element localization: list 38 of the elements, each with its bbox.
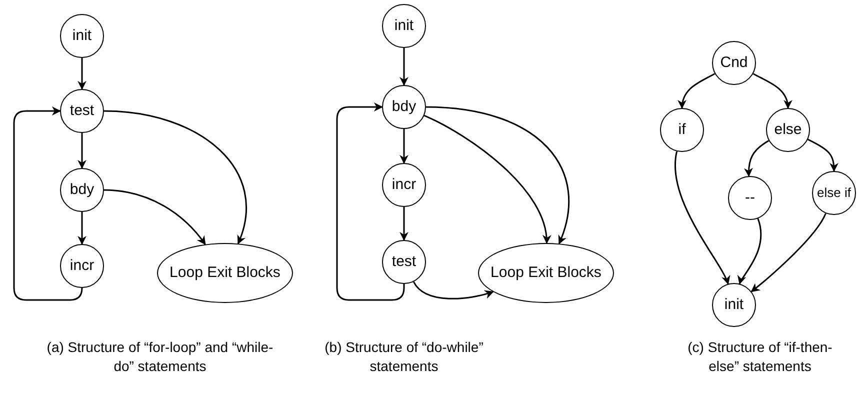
- node-circle: --: [728, 176, 772, 220]
- arrow: [104, 110, 247, 244]
- arrow: [426, 106, 570, 244]
- node-circle: test: [60, 89, 104, 133]
- arrow: [400, 48, 408, 86]
- node-circle: Cnd: [712, 41, 756, 85]
- node-circle: init: [60, 14, 104, 58]
- node-circle: bdy: [382, 85, 426, 129]
- arrow: [678, 73, 716, 109]
- arrow: [400, 129, 408, 164]
- node-circle: test: [382, 240, 426, 284]
- arrow: [744, 140, 770, 177]
- node-circle: else if: [812, 171, 856, 215]
- arrow: [78, 133, 86, 169]
- arrow: [78, 212, 86, 245]
- arrow: [78, 58, 86, 90]
- node-circle: incr: [60, 244, 104, 288]
- arrow: [750, 213, 826, 292]
- node-circle: init: [712, 283, 756, 327]
- node-circle: if: [660, 108, 704, 152]
- arrow: [104, 189, 206, 246]
- caption: (b) Structure of “do-while” statements: [324, 338, 484, 376]
- node-circle: bdy: [60, 168, 104, 212]
- node-circle: else: [766, 108, 810, 152]
- exit-ellipse: Loop Exit Blocks: [157, 243, 293, 303]
- exit-ellipse: Loop Exit Blocks: [478, 243, 614, 303]
- caption: (a) Structure of “for-loop” and “while-do” statements: [46, 338, 274, 376]
- arrow: [808, 138, 838, 172]
- node-circle: incr: [382, 163, 426, 207]
- arrow: [738, 218, 762, 285]
- caption: (c) Structure of “if-then-else” statements: [686, 338, 834, 376]
- arrow: [752, 73, 792, 109]
- arrow: [336, 102, 405, 301]
- node-circle: init: [382, 4, 426, 48]
- arrow: [400, 207, 408, 241]
- arrow: [674, 151, 730, 285]
- arrow: [413, 281, 494, 300]
- arrow: [424, 114, 550, 244]
